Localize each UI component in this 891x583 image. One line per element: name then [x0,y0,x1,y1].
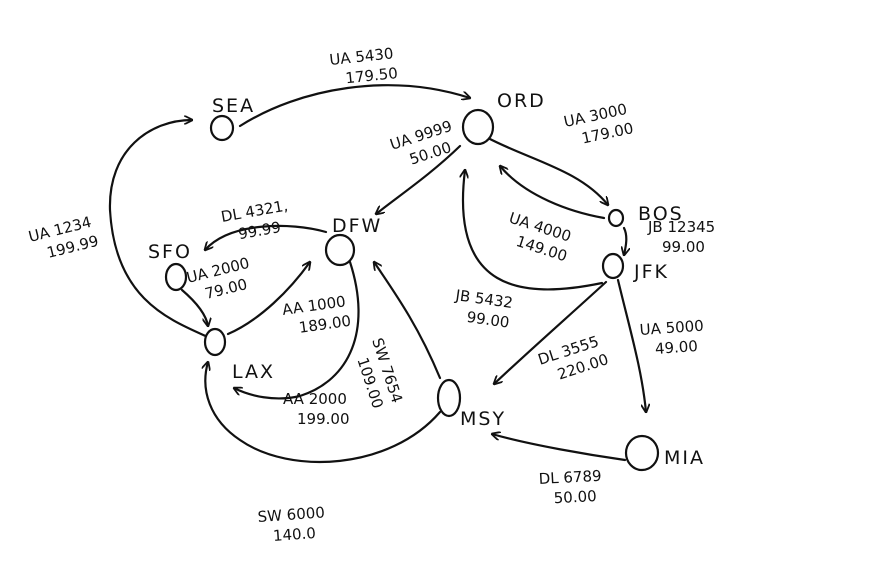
flight-price: 99.00 [662,238,705,256]
edge-lax-sea [108,120,212,340]
flight-number: JB 12345 [647,218,715,236]
airport-circle[interactable] [607,208,625,228]
edge-bos-ord [500,166,606,220]
edge-ord-bos [486,136,608,205]
flight-number: JB 5432 [453,286,514,312]
edge-mia-msy [492,434,627,462]
edge-sfo-lax [180,288,208,326]
airport-circle[interactable] [461,108,495,146]
flight-price: 140.0 [272,524,316,545]
flight-price: 199.00 [297,410,350,428]
airport-circle[interactable] [203,327,227,357]
airport-code: LAX [232,361,275,383]
edge-bos-jfk [624,226,626,255]
airport-node-lax[interactable]: LAX [203,327,275,383]
airport-node-mia[interactable]: MIA [624,434,705,472]
flight-price: 49.00 [654,337,698,358]
edge-label-e8: DL 4321,99.99 [220,196,290,243]
edge-jfk-msy [494,280,608,384]
airport-code: MSY [460,408,506,430]
edge-dfw-sfo [205,224,328,250]
edge-label-e5: JB 12345 99.00 [647,218,715,256]
edge-ord-dfw [376,144,462,214]
airport-node-sea[interactable]: SEA [209,95,255,142]
edge-lax-dfw [226,262,310,336]
airport-circle[interactable] [601,252,625,280]
airport-node-bos[interactable]: BOS [607,203,684,228]
flight-number: DL 6789 [538,467,602,488]
airport-code: ORD [497,90,546,112]
flight-price: 99.00 [466,308,511,332]
flight-number: SW 6000 [257,503,325,526]
flight-price: 179.50 [345,64,399,87]
airport-code: SEA [212,95,255,117]
flight-number: AA 2000 [283,390,347,408]
airport-code: SFO [148,241,192,263]
airport-node-ord[interactable]: ORD [461,90,546,146]
edge-msy-dfw [374,262,442,380]
airport-code: BOS [638,203,684,225]
airport-node-dfw[interactable]: DFW [324,215,382,267]
airport-node-sfo[interactable]: SFO [148,241,192,292]
airport-circle[interactable] [324,233,356,267]
airport-node-jfk[interactable]: JFK [601,252,669,283]
airport-circle[interactable] [624,434,660,472]
edge-dfw-lax [234,260,360,400]
airport-circle[interactable] [436,378,462,418]
edge-msy-lax [205,362,442,463]
edge-jfk-ord [463,170,604,291]
flight-number: UA 5000 [639,317,704,339]
airport-circle[interactable] [164,262,188,292]
airport-code: JFK [633,261,669,283]
airport-node-msy[interactable]: MSY [436,378,506,430]
airport-circle[interactable] [209,114,235,142]
edge-sea-ord [238,84,470,128]
edge-label-e11: AA 2000 199.00 [283,390,350,428]
flight-price: 50.00 [553,487,597,507]
airport-code: MIA [664,447,705,469]
edge-jfk-mia [616,278,646,412]
airport-code: DFW [332,215,382,237]
